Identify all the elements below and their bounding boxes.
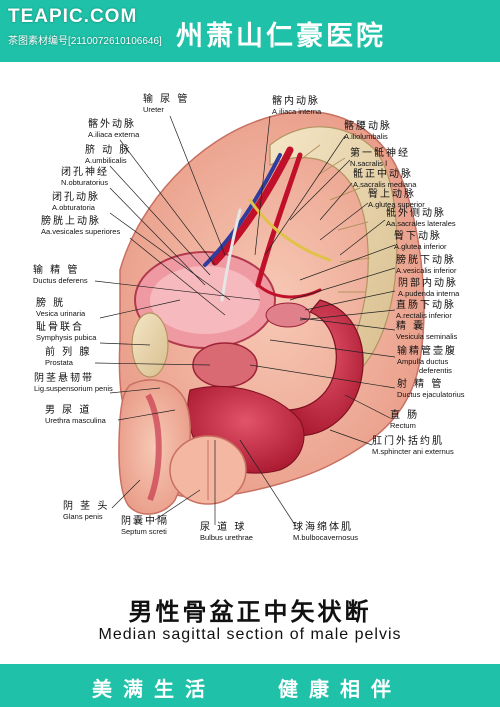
poster-subtitle: Median sagittal section of male pelvis [98, 626, 402, 643]
slogan-left: 美满生活 [92, 677, 216, 701]
header-banner: TEAPIC.COM 茶图素材编号[2110072610106646] 州萧山仁… [0, 0, 500, 62]
footer-banner: 美满生活 健康相伴 [0, 664, 500, 707]
iliac-vessels [203, 146, 332, 302]
site-logo[interactable]: TEAPIC.COM [8, 6, 138, 27]
poster-title: 男性骨盆正中矢状断 [128, 598, 372, 626]
pelvis-illustration [94, 110, 425, 526]
slogan-right: 健康相伴 [278, 677, 402, 701]
watermark-id: 茶图素材编号[2110072610106646] [8, 36, 162, 47]
seminal-vesicle [265, 302, 311, 328]
hospital-name: 州萧山仁豪医院 [176, 21, 386, 52]
leader-lines [94, 115, 396, 526]
